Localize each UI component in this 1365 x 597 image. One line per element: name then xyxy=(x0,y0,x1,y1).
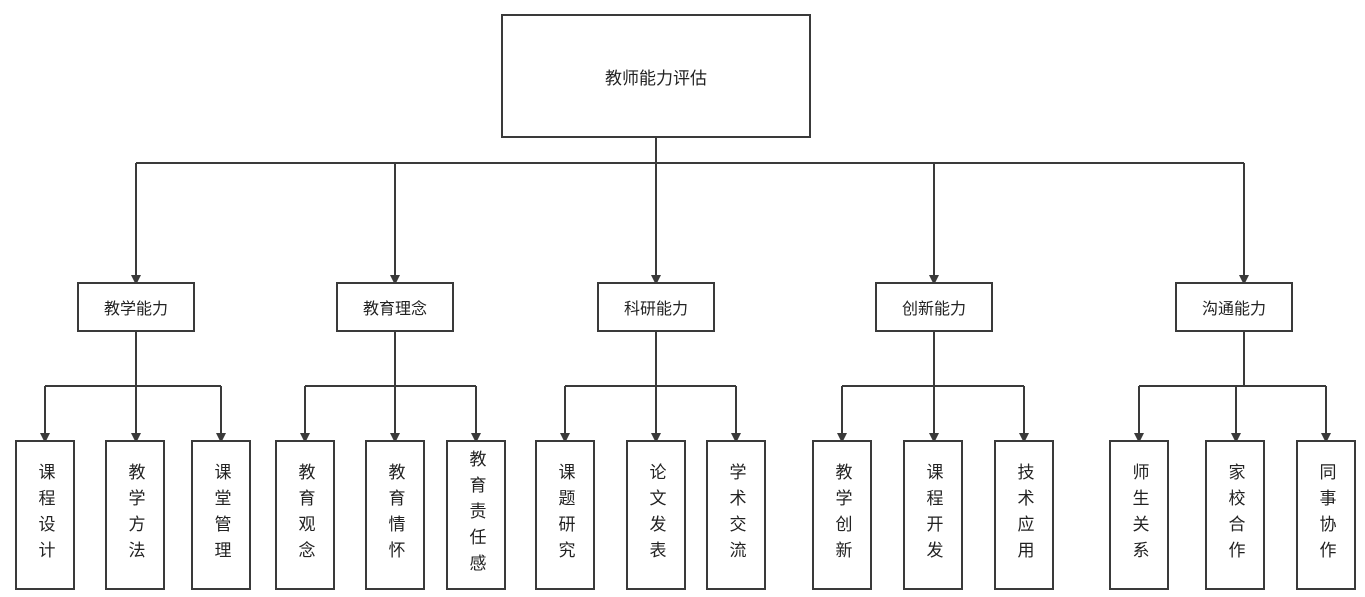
leaf-node: 课题研究 xyxy=(535,440,595,590)
leaf-node: 技术应用 xyxy=(994,440,1054,590)
leaf-node: 课堂管理 xyxy=(191,440,251,590)
leaf-label: 课程设计 xyxy=(34,463,55,567)
root-node: 教师能力评估 xyxy=(501,14,811,138)
leaf-label: 课题研究 xyxy=(554,463,575,567)
leaf-node: 家校合作 xyxy=(1205,440,1265,590)
category-node-teaching: 教学能力 xyxy=(77,282,195,332)
leaf-node: 同事协作 xyxy=(1296,440,1356,590)
leaf-label: 教育责任感 xyxy=(465,450,486,580)
leaf-node: 学术交流 xyxy=(706,440,766,590)
category-node-philosophy: 教育理念 xyxy=(336,282,454,332)
leaf-node: 教学创新 xyxy=(812,440,872,590)
leaf-label: 课堂管理 xyxy=(210,463,231,567)
leaf-node: 教育观念 xyxy=(275,440,335,590)
leaf-label: 教育情怀 xyxy=(384,463,405,567)
category-label: 沟通能力 xyxy=(1201,299,1266,318)
leaf-label: 教学方法 xyxy=(124,463,145,567)
root-label: 教师能力评估 xyxy=(605,68,707,89)
leaf-node: 教学方法 xyxy=(105,440,165,590)
leaf-label: 学术交流 xyxy=(725,463,746,567)
category-label: 创新能力 xyxy=(901,299,966,318)
category-label: 教育理念 xyxy=(362,299,427,318)
leaf-label: 课程开发 xyxy=(922,463,943,567)
leaf-label: 技术应用 xyxy=(1013,463,1034,567)
leaf-node: 教育情怀 xyxy=(365,440,425,590)
leaf-label: 论文发表 xyxy=(645,463,666,567)
leaf-label: 同事协作 xyxy=(1315,463,1336,567)
leaf-label: 教学创新 xyxy=(831,463,852,567)
leaf-node: 论文发表 xyxy=(626,440,686,590)
leaf-label: 教育观念 xyxy=(294,463,315,567)
category-node-research: 科研能力 xyxy=(597,282,715,332)
leaf-node: 教育责任感 xyxy=(446,440,506,590)
leaf-node: 师生关系 xyxy=(1109,440,1169,590)
category-node-communication: 沟通能力 xyxy=(1175,282,1293,332)
leaf-node: 课程开发 xyxy=(903,440,963,590)
category-label: 教学能力 xyxy=(103,299,168,318)
leaf-node: 课程设计 xyxy=(15,440,75,590)
category-label: 科研能力 xyxy=(623,299,688,318)
category-node-innovation: 创新能力 xyxy=(875,282,993,332)
leaf-label: 家校合作 xyxy=(1224,463,1245,567)
leaf-label: 师生关系 xyxy=(1128,463,1149,567)
